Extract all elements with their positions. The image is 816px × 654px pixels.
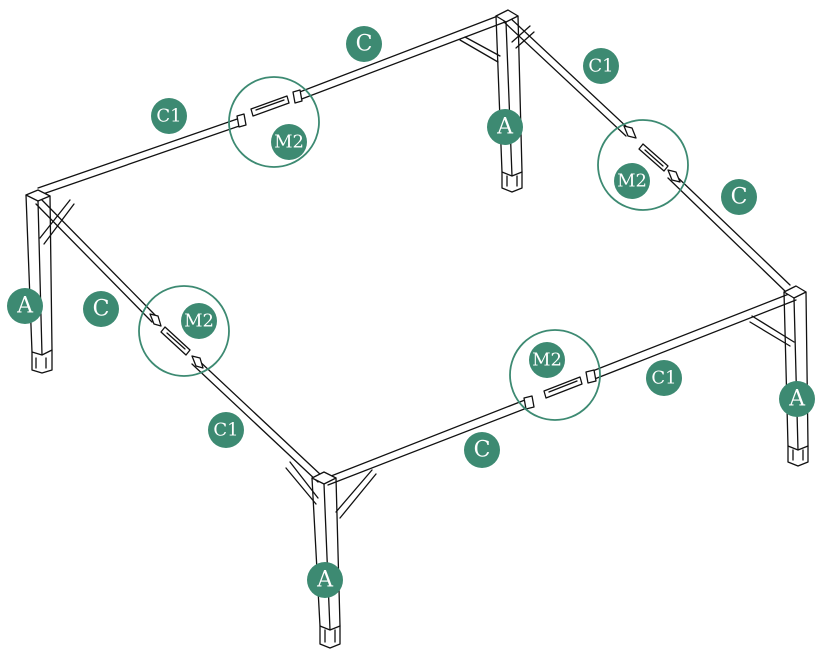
label-c1-left: C1 [208, 412, 244, 448]
connector-plate-left [160, 326, 191, 356]
svg-text:A: A [496, 115, 514, 140]
svg-text:C1: C1 [213, 420, 238, 441]
svg-text:C1: C1 [588, 56, 613, 77]
svg-text:C: C [731, 185, 748, 210]
svg-text:C: C [356, 32, 373, 57]
label-m2-right: M2 [614, 163, 650, 199]
connector-plate-right [638, 143, 669, 172]
label-m2-front: M2 [529, 342, 565, 378]
svg-text:C1: C1 [156, 106, 181, 127]
leg-front [311, 471, 341, 649]
svg-text:A: A [16, 294, 34, 319]
detail-ring-left [138, 285, 230, 377]
leg-right [783, 285, 809, 467]
label-m2-top: M2 [271, 124, 307, 160]
svg-text:C: C [93, 297, 110, 322]
svg-text:A: A [316, 568, 334, 593]
beam-right [503, 15, 791, 293]
beam-top [37, 13, 506, 196]
leg-back [495, 9, 523, 193]
svg-text:M2: M2 [532, 350, 562, 371]
label-c1-right: C1 [583, 48, 619, 84]
label-c-top: C [346, 26, 382, 62]
label-c1-front: C1 [646, 360, 682, 396]
leg-left [25, 189, 53, 374]
svg-text:M2: M2 [274, 132, 304, 153]
label-c1-top: C1 [151, 98, 187, 134]
detail-ring-top [228, 76, 320, 168]
detail-ring-front [509, 329, 601, 421]
label-a-right: A [779, 381, 815, 417]
svg-text:M2: M2 [184, 311, 214, 332]
beam-left [35, 197, 323, 483]
svg-text:M2: M2 [617, 171, 647, 192]
beam-front [285, 291, 797, 519]
connector-plate-front [543, 376, 583, 399]
detail-rings [138, 76, 689, 421]
svg-text:C1: C1 [651, 368, 676, 389]
frame-drawing [25, 9, 809, 649]
label-c-right: C [721, 179, 757, 215]
label-a-back: A [487, 109, 523, 145]
label-a-front: A [307, 562, 343, 598]
connector-plate-top [250, 95, 290, 117]
label-c-left: C [83, 291, 119, 327]
svg-text:C: C [474, 438, 491, 463]
label-c-front: C [464, 432, 500, 468]
svg-text:A: A [788, 387, 806, 412]
label-m2-left: M2 [181, 303, 217, 339]
detail-ring-right [597, 119, 689, 211]
label-a-left: A [7, 288, 43, 324]
